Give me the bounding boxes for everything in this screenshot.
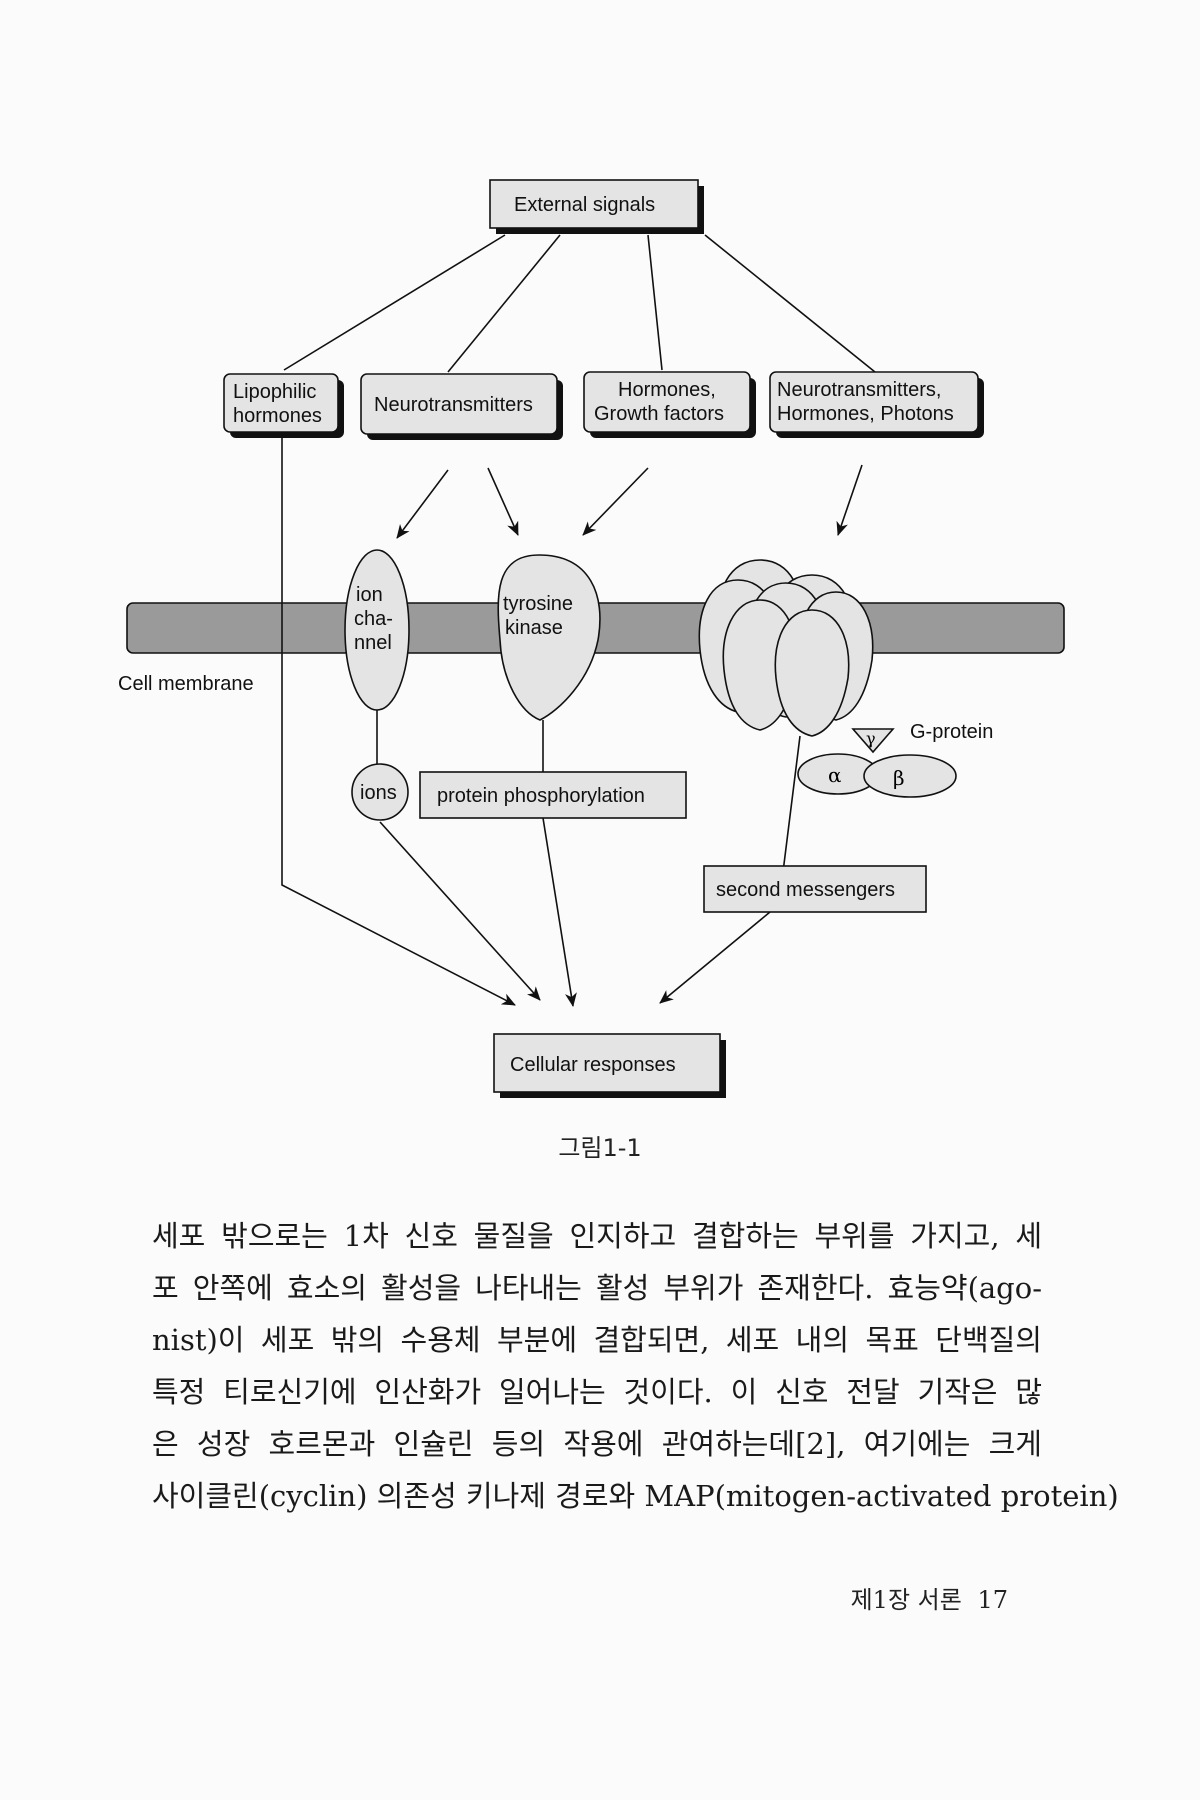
external-signals-label: External signals <box>514 194 655 216</box>
neurotransmitters-hormones-photons-box: Neurotransmitters, Hormones, Photons <box>769 371 984 438</box>
figure-caption: 그림1-1 <box>558 1134 642 1162</box>
ntp-label-1: Neurotransmitters, <box>777 379 942 401</box>
ion-channel-label-3: nnel <box>354 632 392 654</box>
neurotransmitters-box: Neurotransmitters <box>360 373 563 440</box>
ion-channel-label-2: cha- <box>354 608 393 630</box>
lipophilic-label-2: hormones <box>233 405 322 427</box>
second-messengers-label: second messengers <box>716 879 895 901</box>
second-messengers-box: second messengers <box>703 865 927 913</box>
hormones-label-2: Growth factors <box>594 403 724 425</box>
protein-phosphorylation-box: protein phosphorylation <box>419 771 687 819</box>
alpha-subunit: α <box>828 763 842 787</box>
chapter-title: 제1장 서론 <box>850 1586 962 1614</box>
body-line-1: 세포 밖으로는 1차 신호 물질을 인지하고 결합하는 부위를 가지고, 세 <box>152 1219 1042 1253</box>
ions-node <box>351 763 409 821</box>
body-line-4: 특정 티로신기에 인산화가 일어나는 것이다. 이 신호 전달 기작은 많 <box>152 1375 1042 1409</box>
ions-label: ions <box>360 782 397 804</box>
tyrosine-kinase-label-2: kinase <box>505 617 563 639</box>
cell-membrane-label: Cell membrane <box>118 673 254 695</box>
ion-channel-label-1: ion <box>356 584 383 606</box>
tyrosine-kinase <box>497 554 601 721</box>
cellular-responses-label: Cellular responses <box>510 1054 676 1076</box>
tyrosine-kinase-label-1: tyrosine <box>503 593 573 615</box>
neurotransmitters-label: Neurotransmitters <box>374 394 533 416</box>
page-footer: 제1장 서론 17 <box>843 1580 1008 1615</box>
body-line-2: 포 안쪽에 효소의 활성을 나타내는 활성 부위가 존재한다. 효능약(ago- <box>152 1271 1042 1305</box>
signal-connectors <box>283 234 876 373</box>
protein-phosphorylation-label: protein phosphorylation <box>437 785 645 807</box>
ion-channel <box>344 549 410 711</box>
response-arrows <box>281 432 771 1007</box>
source-arrows <box>396 464 863 539</box>
page-number: 17 <box>977 1586 1008 1614</box>
beta-subunit: β <box>893 766 905 790</box>
signal-transduction-diagram: Cell membrane ion cha- nnel tyrosine kin… <box>118 179 1065 1098</box>
body-line-6: 사이클린(cyclin) 의존성 키나제 경로와 MAP(mitogen-act… <box>152 1479 1119 1513</box>
g-protein: γ α β G-protein <box>797 721 993 798</box>
ntp-label-2: Hormones, Photons <box>777 403 954 425</box>
lipophilic-hormones-box: Lipophilic hormones <box>223 373 344 438</box>
cellular-responses-box: Cellular responses <box>493 1033 726 1098</box>
lipophilic-label-1: Lipophilic <box>233 381 316 403</box>
body-line-3: nist)이 세포 밖의 수용체 부분에 결합되면, 세포 내의 목표 단백질의 <box>152 1323 1042 1357</box>
seven-tm-receptor <box>698 559 874 737</box>
body-paragraph: 세포 밖으로는 1차 신호 물질을 인지하고 결합하는 부위를 가지고, 세 포… <box>152 1210 1119 1522</box>
body-line-5: 은 성장 호르몬과 인슐린 등의 작용에 관여하는데[2], 여기에는 크게 <box>152 1427 1042 1461</box>
gamma-subunit: γ <box>866 729 876 748</box>
hormones-growth-factors-box: Hormones, Growth factors <box>583 371 756 438</box>
g-protein-label: G-protein <box>910 721 993 743</box>
external-signals-box: External signals <box>489 179 704 234</box>
hormones-label-1: Hormones, <box>618 379 716 401</box>
